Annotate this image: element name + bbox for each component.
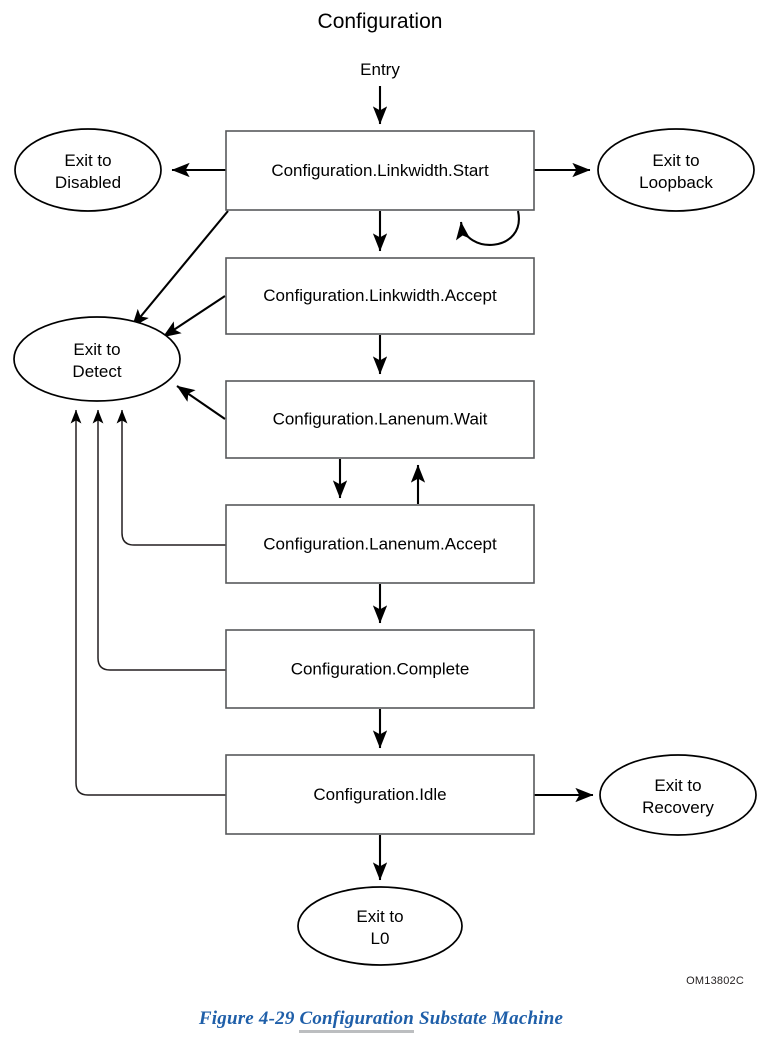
state-node-lanenum-wait[interactable]: Configuration.Lanenum.Wait (225, 380, 535, 459)
exit-node-recovery[interactable]: Exit to Recovery (599, 754, 757, 836)
edge-lanenum-accept-to-exit-detect (116, 409, 226, 546)
state-node-linkwidth-accept[interactable]: Configuration.Linkwidth.Accept (225, 257, 535, 335)
exit-label-line2: Loopback (639, 173, 713, 192)
state-box[interactable] (225, 380, 535, 459)
state-label: Configuration.Complete (291, 659, 470, 678)
exit-ellipse[interactable] (599, 754, 757, 836)
edge-linkwidth-start-to-exit-detect (131, 210, 229, 328)
exit-label-line1: Exit to (652, 151, 699, 170)
exit-label-line1: Exit to (64, 151, 111, 170)
exit-node-loopback[interactable]: Exit to Loopback (597, 128, 755, 212)
exit-label-line2: Detect (72, 362, 121, 381)
edge-lanenum-wait-to-exit-detect (176, 385, 226, 420)
state-node-lanenum-accept[interactable]: Configuration.Lanenum.Accept (225, 504, 535, 584)
edge-linkwidth-start-self-loop (456, 210, 520, 246)
edge-complete-to-exit-detect (92, 409, 226, 671)
exit-label-line2: Recovery (642, 798, 714, 817)
edge-linkwidth-accept-to-exit-detect (162, 295, 226, 338)
exit-ellipse[interactable] (597, 128, 755, 212)
edge-idle-to-exit-detect (70, 409, 226, 796)
figure-caption-prefix: Figure 4-29 (198, 1008, 300, 1029)
figure-caption-crossref[interactable]: Configuration (299, 1008, 414, 1033)
exit-node-detect[interactable]: Exit to Detect (13, 316, 181, 402)
figure-caption-suffix: Substate Machine (414, 1008, 564, 1029)
exit-node-l0[interactable]: Exit to L0 (297, 886, 463, 966)
exit-ellipse[interactable] (297, 886, 463, 966)
exit-label-line1: Exit to (73, 340, 120, 359)
state-box[interactable] (225, 629, 535, 709)
exit-label-line1: Exit to (356, 907, 403, 926)
figure-caption: Figure 4-29 Configuration Substate Machi… (0, 1008, 762, 1033)
state-label: Configuration.Linkwidth.Start (271, 161, 489, 180)
state-box[interactable] (225, 130, 535, 211)
exit-ellipse[interactable] (13, 316, 181, 402)
exit-ellipse[interactable] (14, 128, 162, 212)
state-node-linkwidth-start[interactable]: Configuration.Linkwidth.Start (225, 130, 535, 211)
state-label: Configuration.Lanenum.Accept (263, 534, 497, 553)
exit-label-line2: Disabled (55, 173, 121, 192)
state-label: Configuration.Lanenum.Wait (273, 409, 488, 428)
exit-node-disabled[interactable]: Exit to Disabled (14, 128, 162, 212)
diagram-title: Configuration (318, 10, 443, 33)
exit-label-line2: L0 (371, 929, 390, 948)
state-box[interactable] (225, 504, 535, 584)
exit-label-line1: Exit to (654, 776, 701, 795)
figure-code: OM13802C (686, 975, 744, 987)
state-box[interactable] (225, 754, 535, 835)
state-label: Configuration.Linkwidth.Accept (263, 286, 497, 305)
state-box[interactable] (225, 257, 535, 335)
state-node-idle[interactable]: Configuration.Idle (225, 754, 535, 835)
state-label: Configuration.Idle (313, 785, 446, 804)
entry-label: Entry (360, 60, 400, 79)
state-node-complete[interactable]: Configuration.Complete (225, 629, 535, 709)
